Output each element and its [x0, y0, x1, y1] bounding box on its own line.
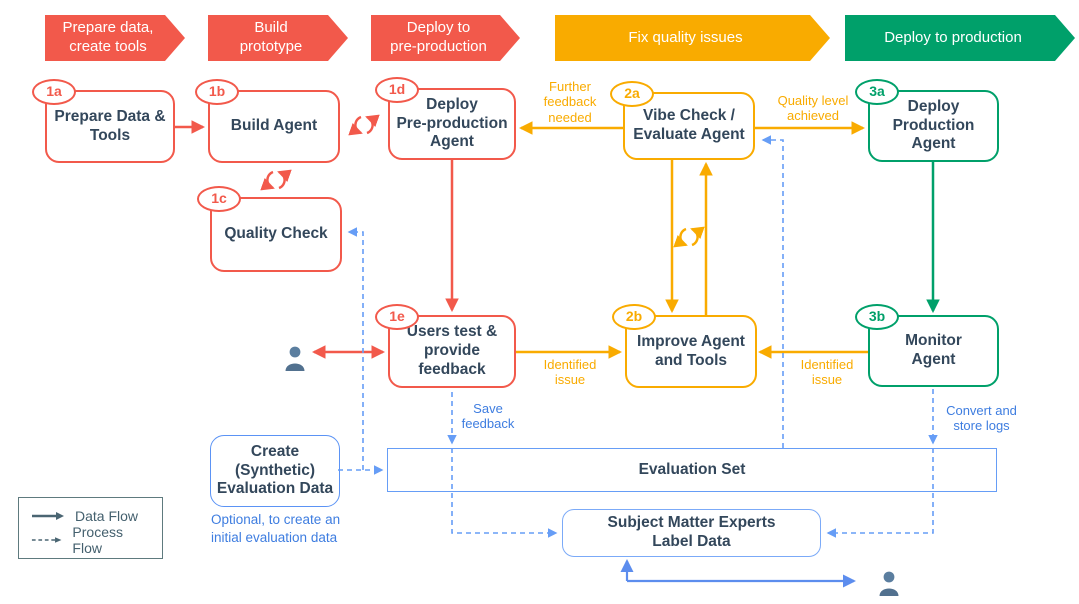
box-create-synthetic-eval-data: Create (Synthetic) Evaluation Data	[210, 435, 340, 507]
legend-data-flow-label: Data Flow	[75, 508, 139, 524]
refresh-loop-icon-build	[348, 114, 380, 136]
box-deploy-production-agent: 3a Deploy Production Agent	[855, 79, 999, 162]
box-quality-check-label: Quality Check	[224, 225, 328, 243]
badge-1b: 1b	[195, 79, 239, 105]
box-quality-check: 1c Quality Check	[197, 186, 342, 272]
banner-step-deploy-preprod: Deploy to pre-production	[371, 15, 520, 61]
badge-3a: 3a	[855, 79, 899, 105]
edge-label-identified-issue-right: Identified issue	[800, 357, 854, 388]
legend-process-flow-label: Process Flow	[72, 524, 123, 556]
banner-step-deploy-prod: Deploy to production	[845, 15, 1075, 61]
edge-label-quality-achieved: Quality level achieved	[777, 93, 849, 124]
box-vibe-check-evaluate-label: Vibe Check / Evaluate Agent	[633, 107, 745, 143]
box-sme-label-data-label: Subject Matter Experts Label Data	[607, 514, 776, 550]
refresh-loop-icon-evaluate	[673, 226, 705, 248]
box-users-test-feedback: 1e Users test & provide feedback	[375, 304, 516, 388]
badge-1c: 1c	[197, 186, 241, 212]
box-monitor-agent-label: Monitor Agent	[905, 332, 962, 368]
box-vibe-check-evaluate: 2a Vibe Check / Evaluate Agent	[610, 81, 755, 160]
box-deploy-preproduction-agent-label: Deploy Pre-production Agent	[396, 95, 508, 151]
badge-3b: 3b	[855, 304, 899, 330]
box-sme-label-data: Subject Matter Experts Label Data	[562, 509, 821, 557]
edge-label-save-feedback: Save feedback	[461, 401, 515, 432]
box-create-synthetic-eval-data-label: Create (Synthetic) Evaluation Data	[216, 442, 334, 498]
box-improve-agent-tools-label: Improve Agent and Tools	[637, 332, 745, 369]
dashed-arrow-evalset-to-vibe-check	[761, 135, 784, 448]
box-prepare-data-tools-label: Prepare Data & Tools	[54, 107, 166, 144]
banner-step-build-prototype: Build prototype	[208, 15, 348, 61]
box-build-agent-label: Build Agent	[230, 117, 318, 135]
banner-step-prepare-data: Prepare data, create tools	[45, 15, 185, 61]
edge-label-convert-store-logs: Convert and store logs	[946, 403, 1017, 434]
box-prepare-data-tools: 1a Prepare Data & Tools	[32, 79, 175, 163]
box-deploy-preproduction-agent: 1d Deploy Pre-production Agent	[375, 77, 516, 160]
dashed-arrow-icon	[31, 537, 62, 543]
box-improve-agent-tools: 2b Improve Agent and Tools	[612, 304, 757, 388]
box-deploy-production-agent-label: Deploy Production Agent	[892, 97, 975, 153]
legend-row-process-flow: Process Flow	[31, 524, 150, 556]
box-monitor-agent: 3b Monitor Agent	[855, 304, 999, 387]
dashed-arrow-evaldata-to-quality-check	[347, 227, 364, 470]
box-build-agent: 1b Build Agent	[195, 79, 340, 163]
banner-step-fix-quality: Fix quality issues	[555, 15, 830, 61]
sme-person-icon	[879, 571, 899, 596]
edge-label-further-feedback: Further feedback needed	[543, 79, 597, 125]
badge-1e: 1e	[375, 304, 419, 330]
refresh-loop-icon-quality	[260, 169, 292, 191]
box-evaluation-set-label: Evaluation Set	[638, 460, 746, 478]
badge-2a: 2a	[610, 81, 654, 107]
legend-row-data-flow: Data Flow	[31, 508, 150, 524]
box-users-test-feedback-label: Users test & provide feedback	[406, 323, 498, 378]
note-optional-eval-data: Optional, to create an initial evaluatio…	[211, 512, 341, 545]
badge-1d: 1d	[375, 77, 419, 103]
edge-label-identified-issue-left: Identified issue	[543, 357, 597, 388]
badge-2b: 2b	[612, 304, 656, 330]
user-person-icon	[285, 346, 305, 371]
solid-arrow-icon	[32, 512, 64, 520]
badge-1a: 1a	[32, 79, 76, 105]
legend: Data Flow Process Flow	[18, 497, 163, 559]
box-evaluation-set: Evaluation Set	[387, 448, 997, 492]
